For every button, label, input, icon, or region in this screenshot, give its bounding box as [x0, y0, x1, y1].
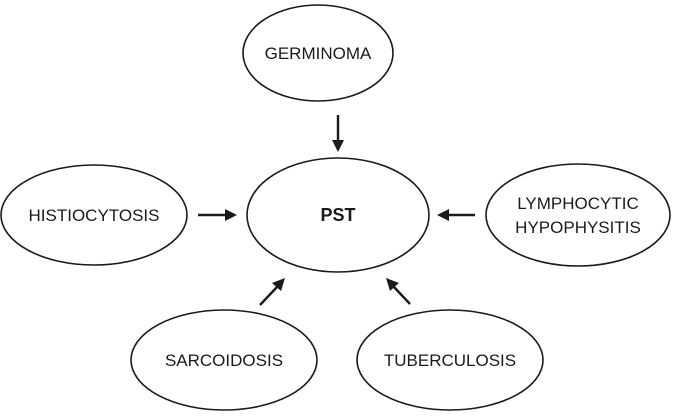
node-histiocytosis-ellipse — [0, 164, 188, 266]
node-histiocytosis-label: HISTIOCYTOSIS — [29, 206, 160, 225]
node-germinoma-label: GERMINOMA — [265, 44, 372, 63]
node-lymphocytic-hypophysitis-label-line2: HYPOPHYSITIS — [515, 218, 641, 237]
arrow-histiocytosis-to-pst-head — [225, 209, 237, 221]
node-lymphocytic-hypophysitis: LYMPHOCYTIC HYPOPHYSITIS — [485, 163, 671, 267]
arrow-germinoma-to-pst-head — [332, 140, 344, 152]
node-pst: PST — [246, 157, 430, 273]
arrow-tuberculosis-to-pst-shaft — [393, 286, 411, 305]
arrow-lymphocytic-hypophysitis-to-pst — [437, 209, 475, 221]
node-pst-label: PST — [320, 205, 355, 225]
node-lymphocytic-hypophysitis-label-line1: LYMPHOCYTIC — [517, 194, 639, 213]
node-tuberculosis-label: TUBERCULOSIS — [384, 351, 516, 370]
node-sarcoidosis-label: SARCOIDOSIS — [165, 351, 283, 370]
node-sarcoidosis: SARCOIDOSIS — [130, 309, 318, 411]
arrow-tuberculosis-to-pst-head — [386, 278, 399, 291]
arrow-lymphocytic-hypophysitis-to-pst-head — [437, 209, 449, 221]
node-pst-ellipse — [246, 157, 430, 273]
arrow-sarcoidosis-to-pst-shaft — [259, 286, 278, 306]
node-germinoma: GERMINOMA — [242, 4, 394, 102]
arrow-sarcoidosis-to-pst — [259, 278, 285, 306]
arrow-germinoma-to-pst — [332, 115, 344, 152]
node-lymphocytic-hypophysitis-ellipse — [485, 163, 671, 267]
arrow-sarcoidosis-to-pst-head — [272, 278, 285, 291]
arrow-histiocytosis-to-pst — [198, 209, 237, 221]
node-sarcoidosis-ellipse — [130, 309, 318, 411]
node-tuberculosis: TUBERCULOSIS — [356, 309, 544, 411]
node-histiocytosis: HISTIOCYTOSIS — [0, 164, 188, 266]
node-germinoma-ellipse — [242, 4, 394, 102]
node-tuberculosis-ellipse — [356, 309, 544, 411]
arrow-tuberculosis-to-pst — [386, 278, 411, 305]
